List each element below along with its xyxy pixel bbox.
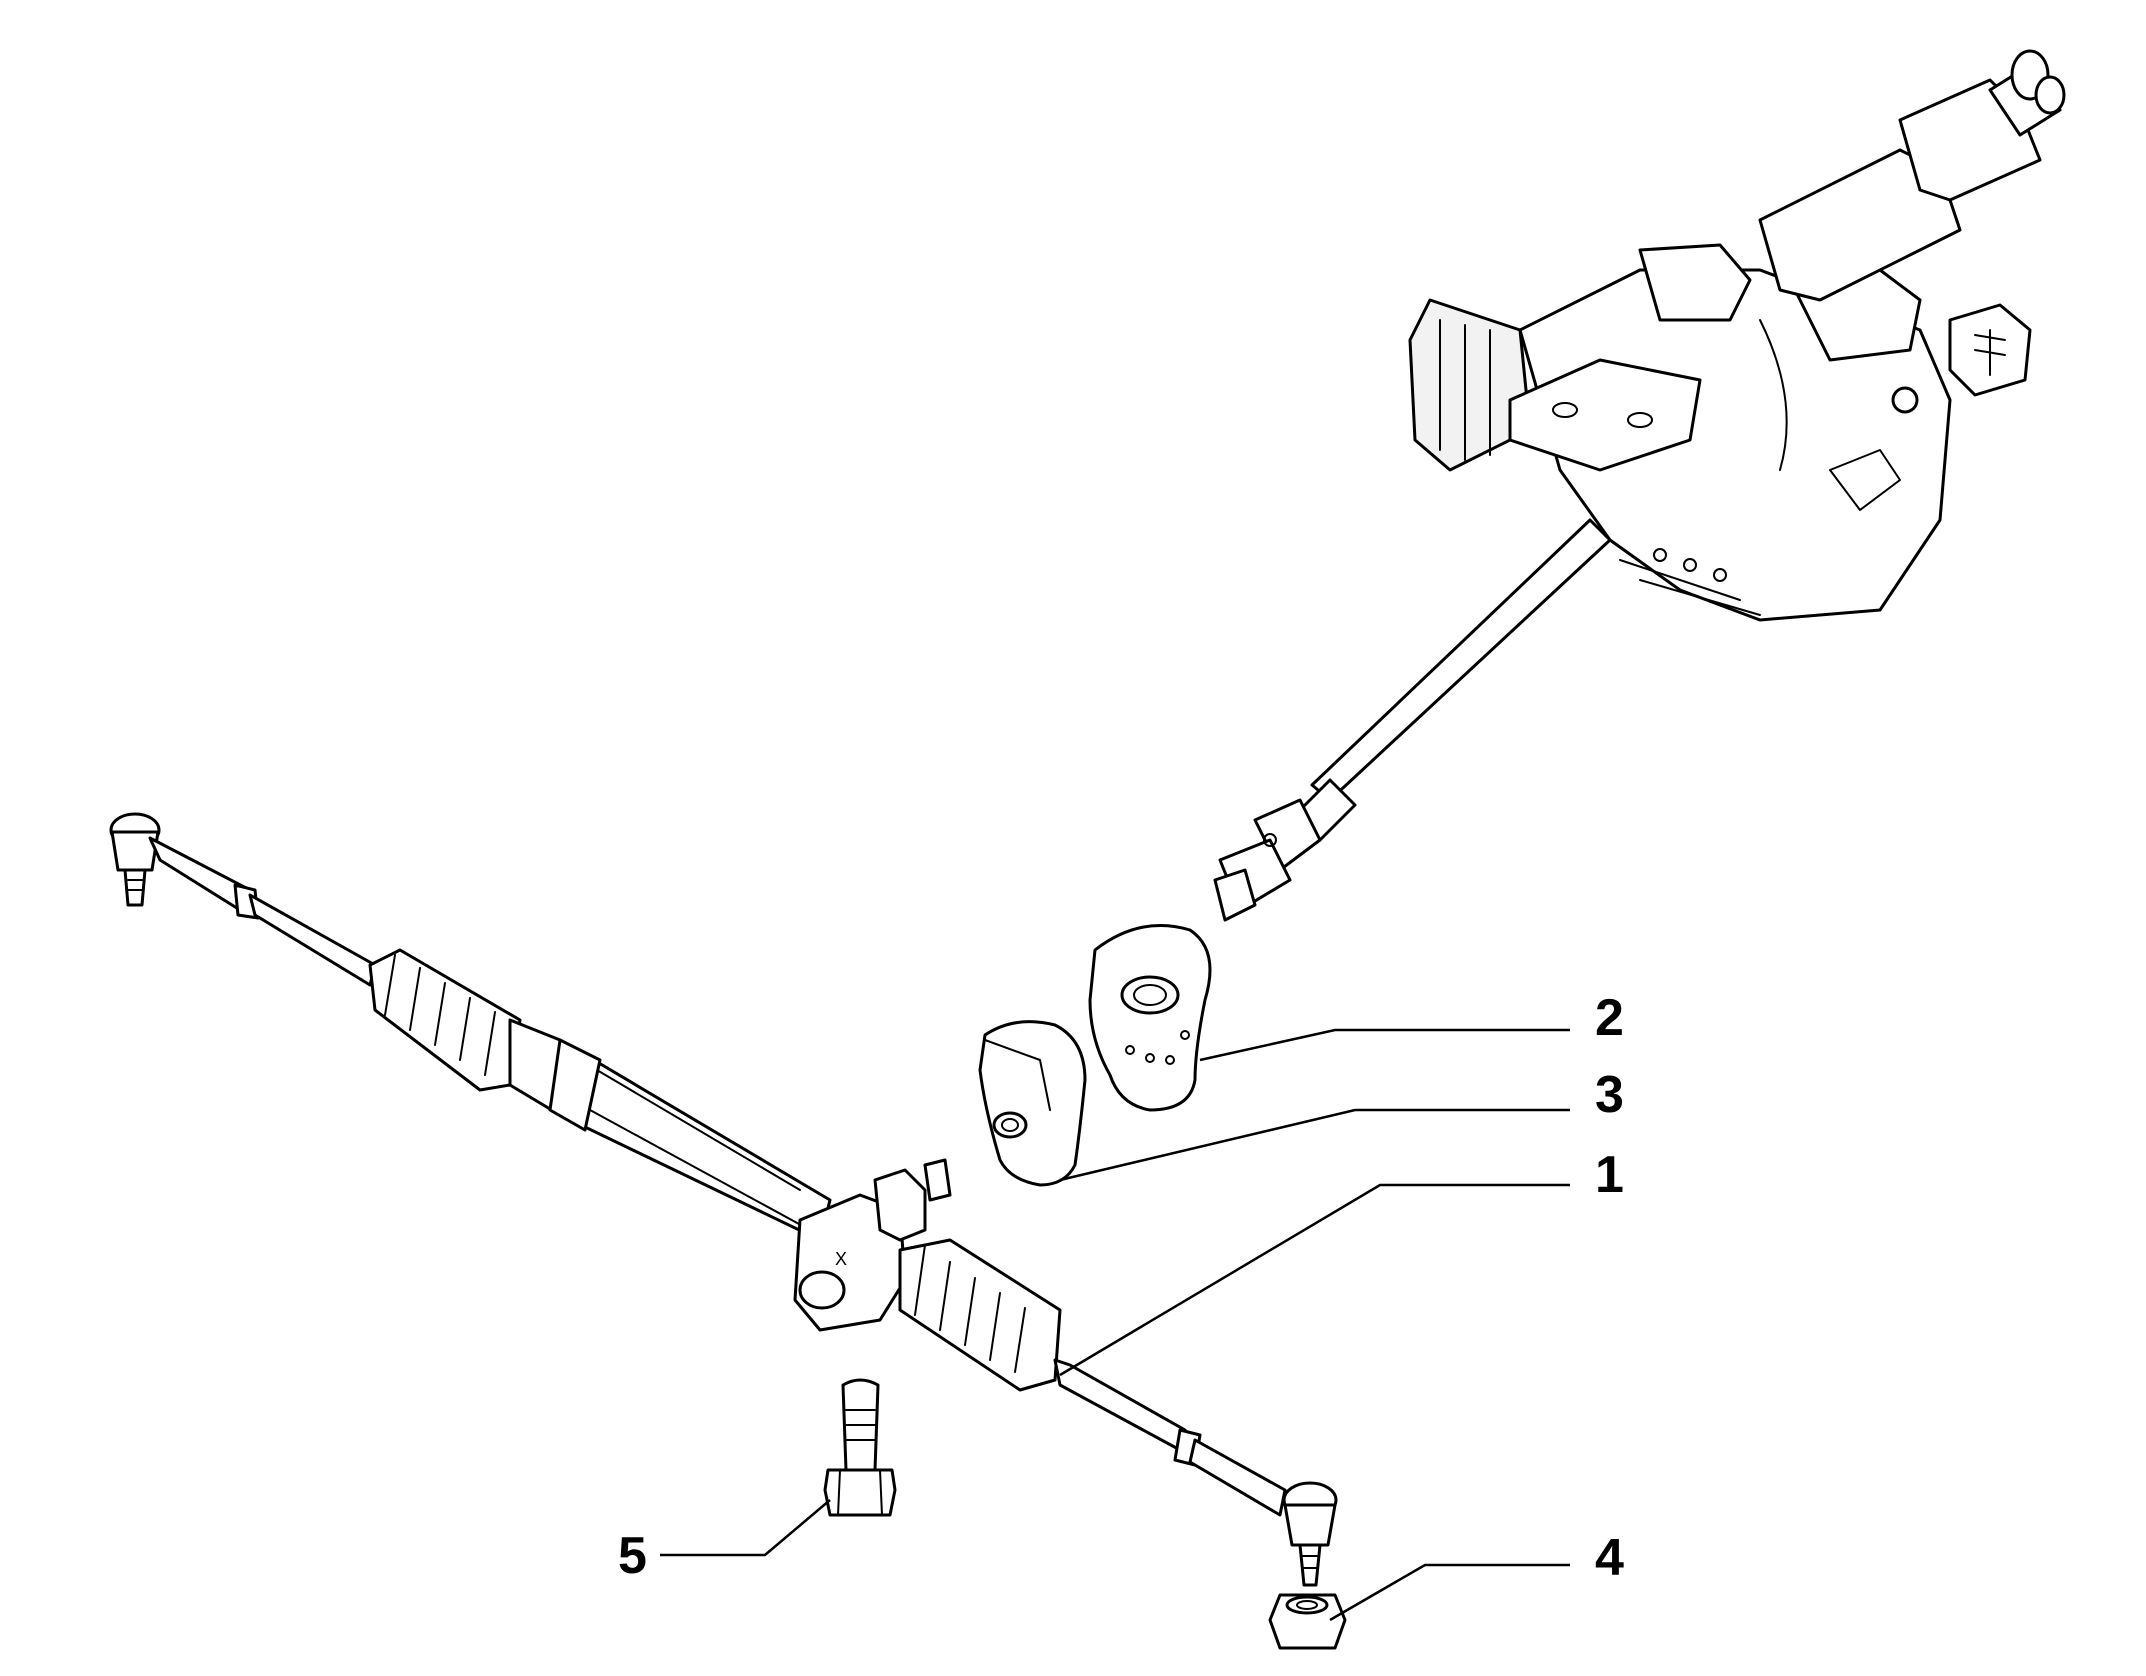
leader-1: [1059, 1183, 1570, 1377]
seal-plate-part-2: [1088, 924, 1212, 1112]
leader-3: [1059, 1108, 1570, 1182]
leader-lines: [660, 1028, 1570, 1622]
callout-4: 4: [1595, 1529, 1624, 1587]
bolt-part-5: [823, 1378, 897, 1517]
callout-2: 2: [1595, 989, 1624, 1047]
leader-2: [1199, 1028, 1570, 1062]
leader-5: [660, 1499, 831, 1557]
nut-part-4: [1268, 1593, 1347, 1650]
steering-column-assembly: [1213, 49, 2066, 922]
callout-1: 1: [1595, 1146, 1624, 1204]
callout-3: 3: [1595, 1066, 1624, 1124]
leader-4: [1329, 1563, 1570, 1622]
callout-5: 5: [618, 1527, 647, 1585]
steering-rack-part-1: X: [109, 812, 1338, 1587]
rack-mark-x: X: [835, 1249, 847, 1269]
cover-bracket-part-3: [978, 1020, 1087, 1187]
